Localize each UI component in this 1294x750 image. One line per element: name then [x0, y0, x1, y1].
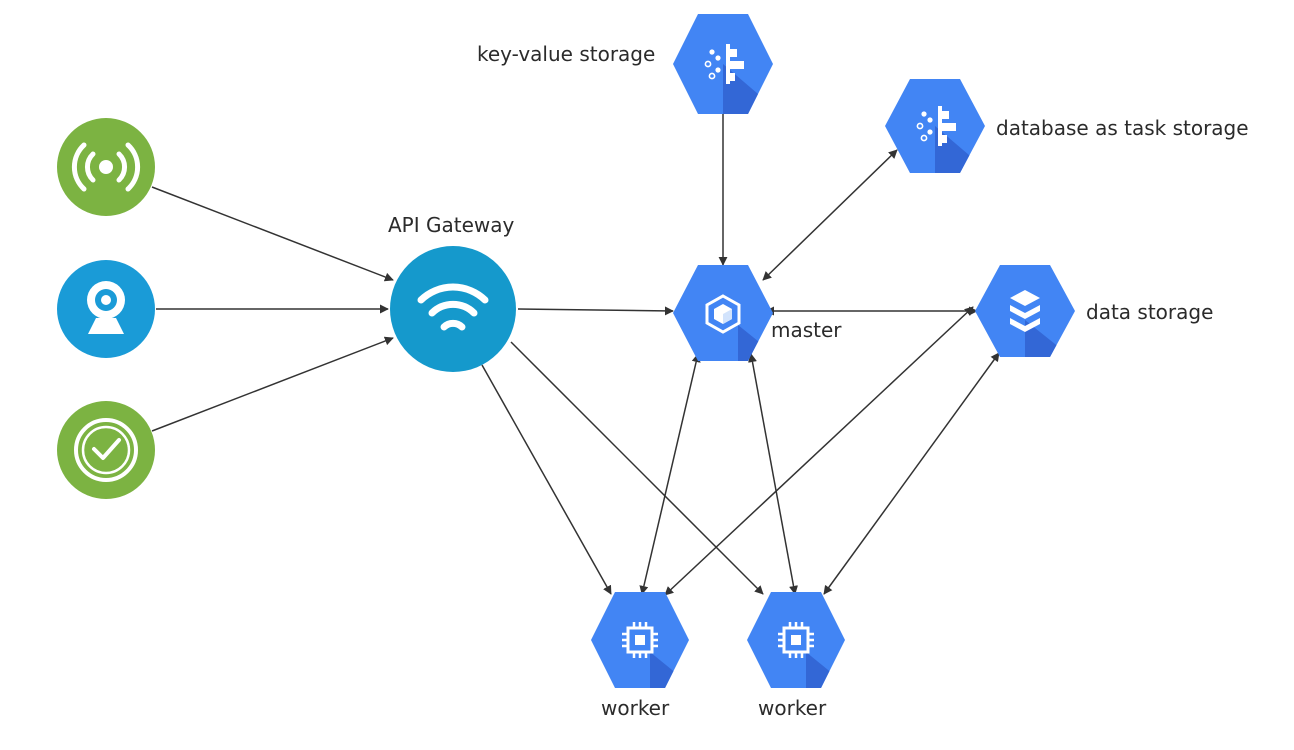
chip-icon [622, 622, 658, 658]
kv-storage-node[interactable] [673, 14, 800, 140]
task-storage-label: database as task storage [996, 116, 1249, 140]
clock-source-node[interactable] [57, 401, 155, 499]
edge-api-gateway-to-master [517, 306, 674, 316]
edge-master-to-worker-2 [748, 353, 798, 595]
webcam-source-node[interactable] [57, 260, 155, 358]
api-gateway-label: API Gateway [388, 213, 515, 237]
kv-storage-label: key-value storage [477, 42, 656, 66]
broadcast-icon [71, 142, 141, 192]
data-storage-node[interactable] [975, 265, 1100, 390]
worker-2-label: worker [758, 696, 827, 720]
master-label: master [771, 318, 842, 342]
cube-icon [705, 294, 741, 334]
edge-broadcast-source-to-api-gateway [151, 186, 394, 282]
clock-icon [74, 418, 138, 482]
task-storage-node[interactable] [885, 79, 1010, 200]
data-storage-label: data storage [1086, 300, 1214, 324]
webcam-icon [87, 281, 125, 334]
edge-api-gateway-to-worker-1 [481, 364, 612, 595]
chip-icon [778, 622, 814, 658]
edge-api-gateway-to-worker-2 [510, 341, 764, 595]
storage-icon [916, 106, 956, 146]
worker-1-label: worker [601, 696, 670, 720]
edge-master-to-task-storage [762, 149, 898, 281]
edge-master-to-worker-1 [639, 353, 701, 595]
edge-clock-source-to-api-gateway [151, 336, 394, 432]
edge-data-storage-to-worker-2 [823, 352, 1000, 595]
connections [151, 102, 1000, 596]
api-gateway-node[interactable] [390, 246, 516, 372]
api-gateway-circle [390, 246, 516, 372]
broadcast-source-node[interactable] [57, 118, 155, 216]
storage-icon [704, 44, 744, 84]
clock-source-circle [57, 401, 155, 499]
layers-icon [1010, 290, 1040, 332]
wifi-icon [417, 283, 489, 331]
